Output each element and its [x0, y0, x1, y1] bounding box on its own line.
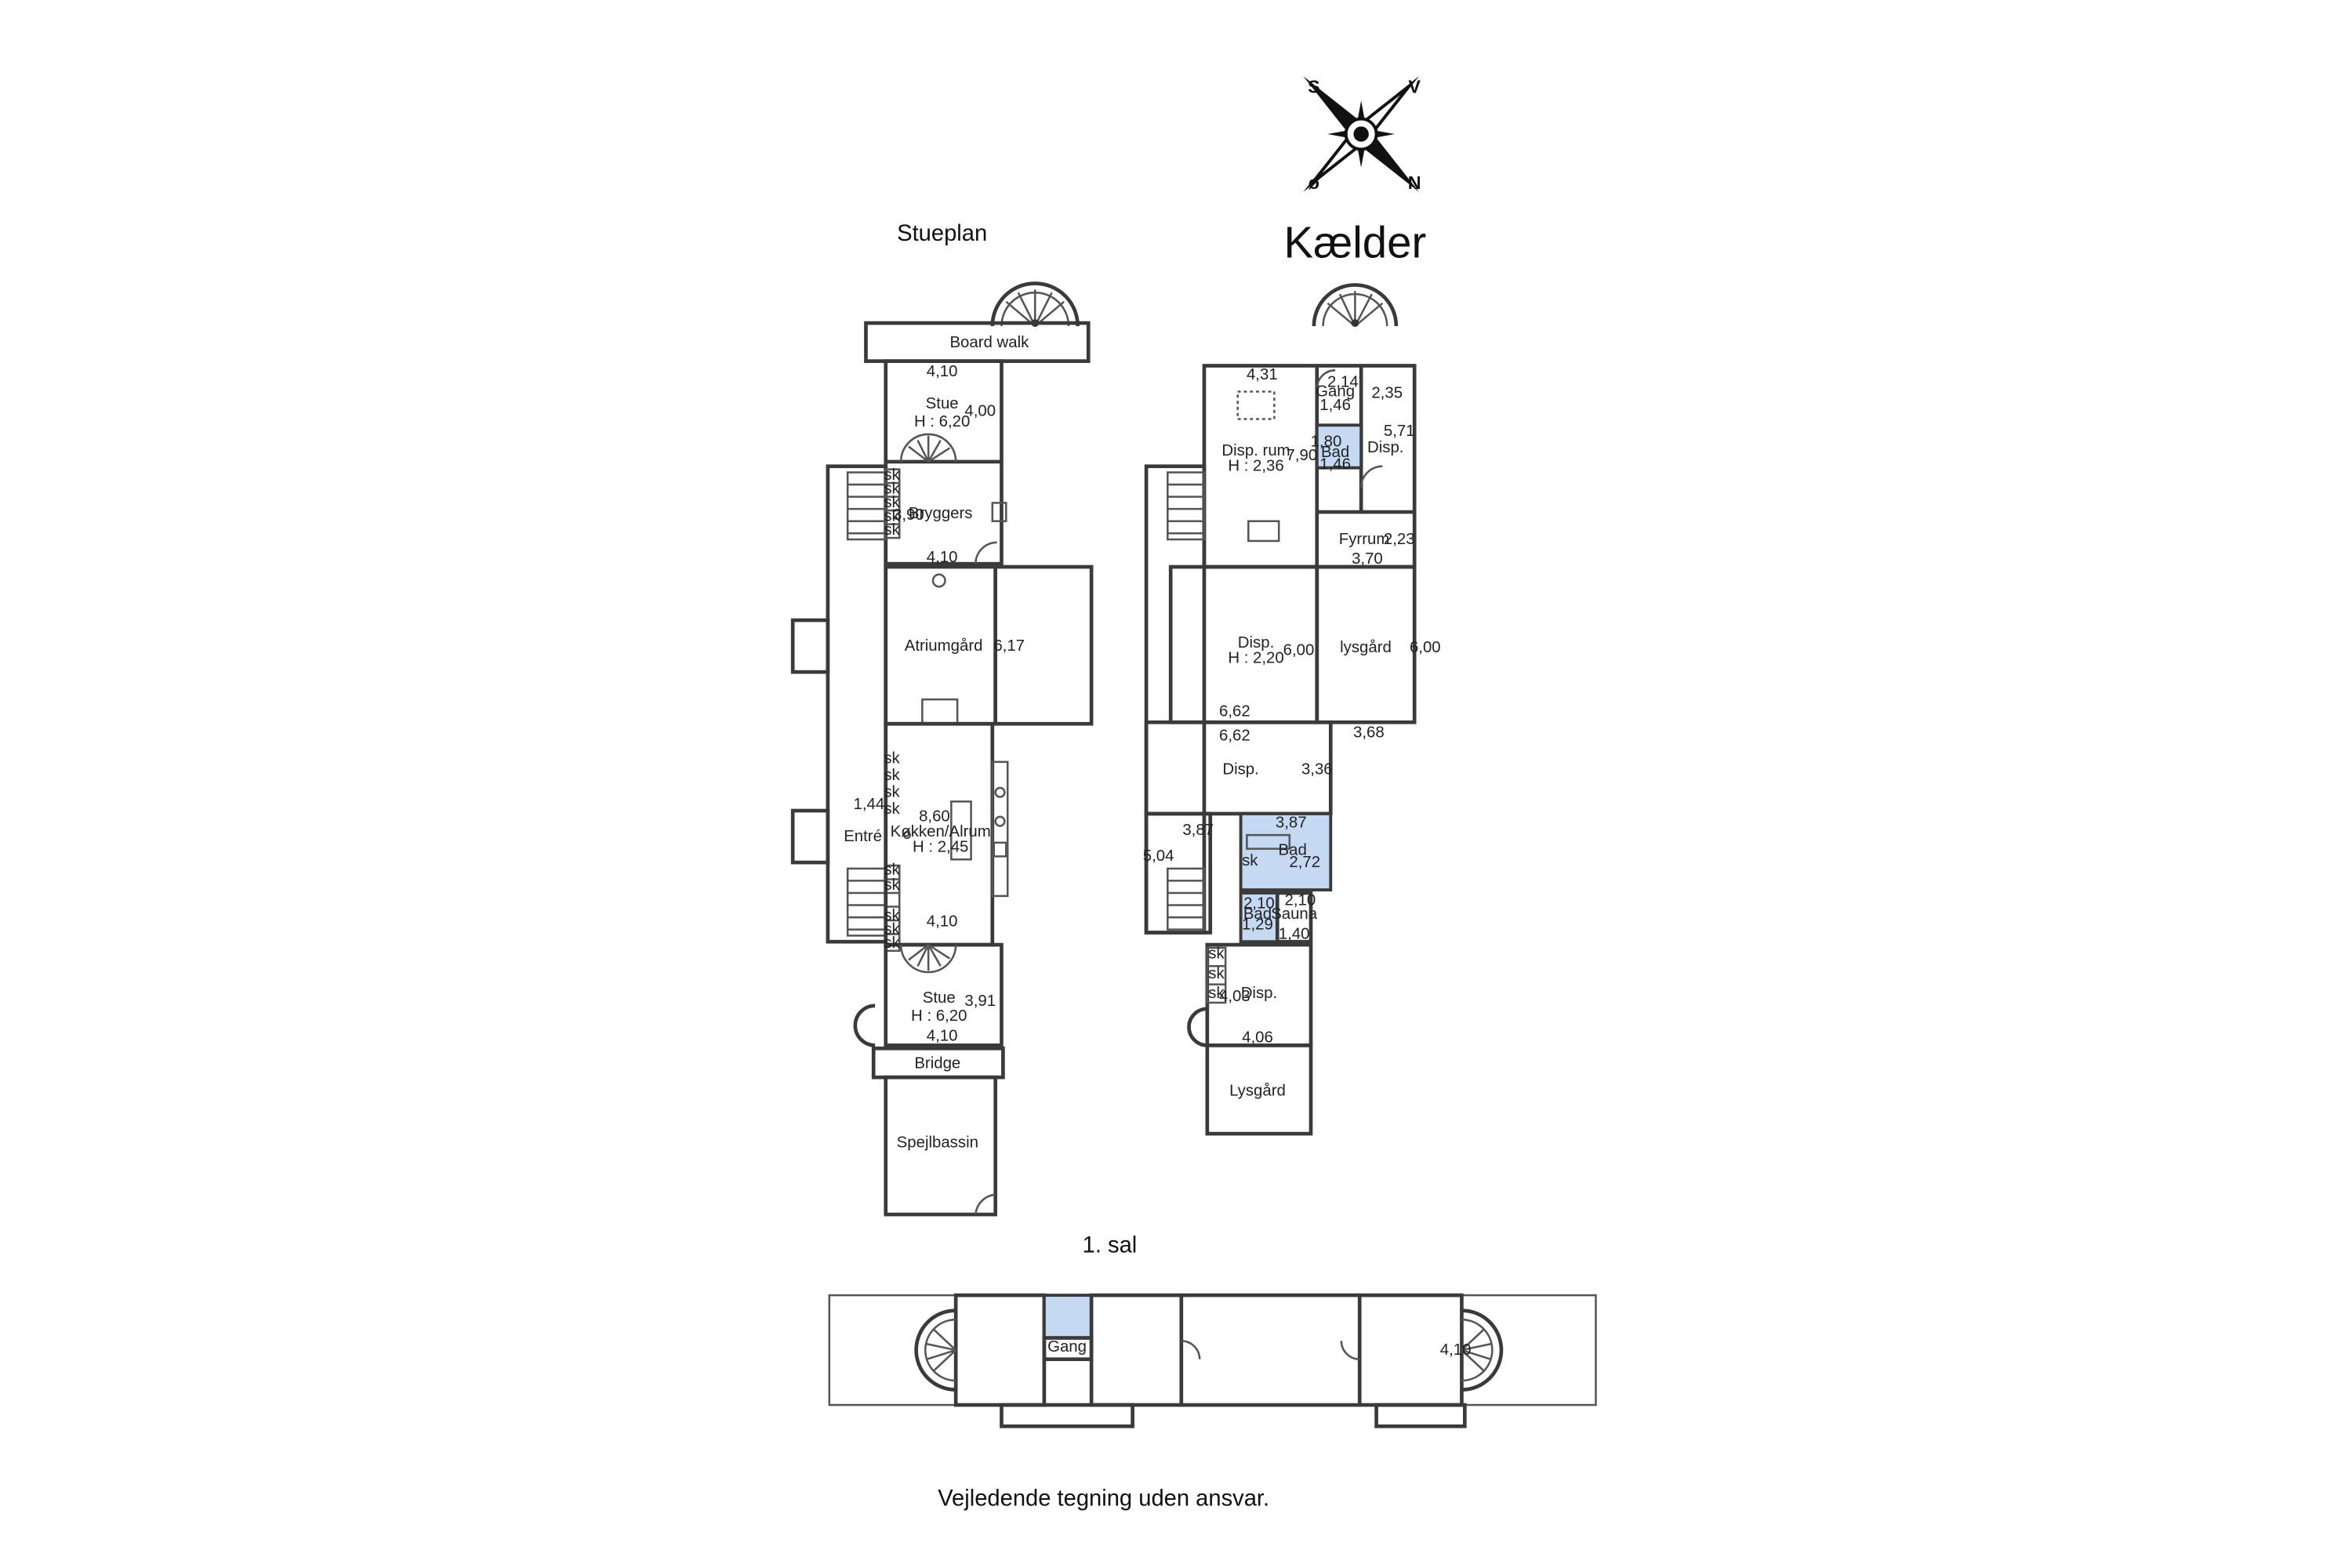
- disp-small-depth: 5,71: [1384, 423, 1415, 440]
- disp-small-label: Disp.: [1367, 439, 1403, 456]
- fyrrum-label: Fyrrum: [1339, 531, 1390, 548]
- sk-label: sk: [884, 862, 900, 879]
- disp-rum-width: 4,31: [1247, 366, 1278, 383]
- stueplan-title: Stueplan: [897, 221, 987, 246]
- sk-label: sk: [884, 521, 900, 539]
- bad2-width: 3,87: [1276, 814, 1307, 831]
- fyrrum-depth: 2,23: [1384, 531, 1415, 548]
- sauna-depth: 1,40: [1279, 925, 1310, 942]
- stue-bottom-depth: 3,91: [964, 993, 996, 1010]
- sk-label: sk: [1208, 985, 1225, 1002]
- bad3-label: Bad: [1243, 906, 1272, 923]
- atriumgard-depth: 6,17: [993, 637, 1025, 655]
- sal-gang-label: Gang: [1047, 1338, 1087, 1356]
- disp-bottom-label: Disp.: [1241, 985, 1277, 1002]
- disp-mid-width: 6,62: [1219, 703, 1250, 720]
- sk-label: sk: [884, 784, 900, 801]
- sk-label: sk: [884, 907, 900, 924]
- disp-mid-height: H : 2,20: [1228, 649, 1283, 666]
- kokken-width: 4,10: [927, 913, 958, 931]
- disp-bottom-depth: 4,03: [1219, 988, 1250, 1005]
- sal-plan: [828, 1293, 1597, 1428]
- bryggers-depth: 3,90: [893, 506, 924, 524]
- stue-top-height: H : 6,20: [914, 413, 970, 430]
- left-dim-a: 3,87: [1182, 822, 1214, 839]
- lysgard-bottom-label: Lysgård: [1229, 1082, 1286, 1099]
- left-dim-b: 5,04: [1143, 848, 1174, 865]
- sk-label: sk: [884, 494, 900, 511]
- stue-top-width: 4,10: [927, 363, 958, 380]
- stue-top-depth: 4,00: [964, 403, 996, 420]
- disp-lower-width: 6,62: [1219, 728, 1250, 745]
- sk-label: sk: [884, 481, 900, 498]
- stue-bottom-width: 4,10: [927, 1028, 958, 1045]
- atriumgard-label: Atriumgård: [905, 637, 983, 655]
- bryggers-label: Bryggers: [909, 505, 973, 522]
- bad3-depth: 1,29: [1242, 916, 1273, 934]
- lysgard-right-label: lysgård: [1340, 639, 1392, 656]
- bad2-depth: 2,72: [1289, 854, 1320, 871]
- disp-mid-depth: 6,00: [1283, 642, 1315, 659]
- fyrrum-width: 3,70: [1352, 550, 1383, 568]
- disp-rum-height: H : 2,36: [1228, 458, 1283, 475]
- lysgard-right-depth: 6,00: [1410, 639, 1441, 656]
- sk-label: sk: [884, 466, 900, 484]
- bryggers-width: 4,10: [927, 549, 958, 566]
- sauna-width: 2,10: [1285, 892, 1316, 909]
- disp-lower-label: Disp.: [1222, 760, 1258, 778]
- disp-small-width: 2,35: [1371, 384, 1403, 401]
- lysgard-right-width: 3,68: [1353, 724, 1385, 742]
- compass-o-label: ø: [1308, 172, 1320, 193]
- gang-label: Gang: [1316, 383, 1355, 400]
- disclaimer-text: Vejledende tegning uden ansvar.: [938, 1486, 1269, 1511]
- bridge-label: Bridge: [914, 1054, 960, 1072]
- sk-label: sk: [884, 800, 900, 818]
- stue-bottom-height: H : 6,20: [911, 1007, 967, 1025]
- disp-rum-label: Disp. rum: [1221, 442, 1290, 459]
- kaelder-title: Kælder: [1284, 217, 1427, 267]
- sk-label: sk: [884, 508, 900, 525]
- compass-v-label: V: [1408, 77, 1421, 97]
- kaelder-plan: [1144, 283, 1417, 1136]
- spejlbassin-label: Spejlbassin: [897, 1134, 978, 1152]
- stue-bottom-name: Stue: [923, 989, 956, 1007]
- compass-s-label: S: [1308, 77, 1320, 97]
- sk-label: sk: [884, 935, 900, 952]
- entre-label: Entré: [844, 828, 882, 845]
- bad1-label: Bad: [1321, 444, 1349, 461]
- sk-label: sk: [884, 750, 900, 768]
- sk-label: sk: [1208, 965, 1225, 982]
- board-walk-label: Board walk: [949, 334, 1029, 351]
- gang-depth: 1,46: [1319, 397, 1351, 414]
- gang-width: 2,14: [1327, 374, 1359, 391]
- disp-mid-label: Disp.: [1238, 634, 1274, 652]
- kokken-depth: 8,60: [919, 808, 950, 826]
- sk-label: sk: [884, 767, 900, 784]
- sk-label: sk: [884, 920, 900, 938]
- compass-n-label: N: [1408, 172, 1421, 193]
- kokken-height: H : 2,45: [913, 838, 968, 855]
- disp-bottom-width: 4,06: [1242, 1029, 1273, 1046]
- compass-rose: [1303, 76, 1420, 192]
- disp-lower-depth: 3,36: [1301, 760, 1333, 778]
- bad2-label: Bad: [1279, 841, 1307, 858]
- kokken-label: Køkken/Alrum: [891, 823, 991, 840]
- stue-top-name: Stue: [926, 395, 959, 412]
- bad1-width: 1,80: [1311, 433, 1342, 450]
- sk-label: sk: [1242, 852, 1258, 869]
- bad1-depth: 1,46: [1319, 456, 1351, 474]
- sal-title: 1. sal: [1083, 1233, 1138, 1258]
- sk-label: sk: [884, 877, 900, 894]
- stueplan-plan: [790, 281, 1094, 1217]
- entre-width: 1,44: [854, 796, 885, 813]
- bad3-width: 2,10: [1243, 895, 1275, 912]
- sauna-label: Sauna: [1271, 906, 1318, 923]
- disp-rum-depth: 7,90: [1287, 447, 1318, 464]
- sal-dim-label: 4,10: [1440, 1341, 1472, 1359]
- sk-label: sk: [1208, 946, 1225, 963]
